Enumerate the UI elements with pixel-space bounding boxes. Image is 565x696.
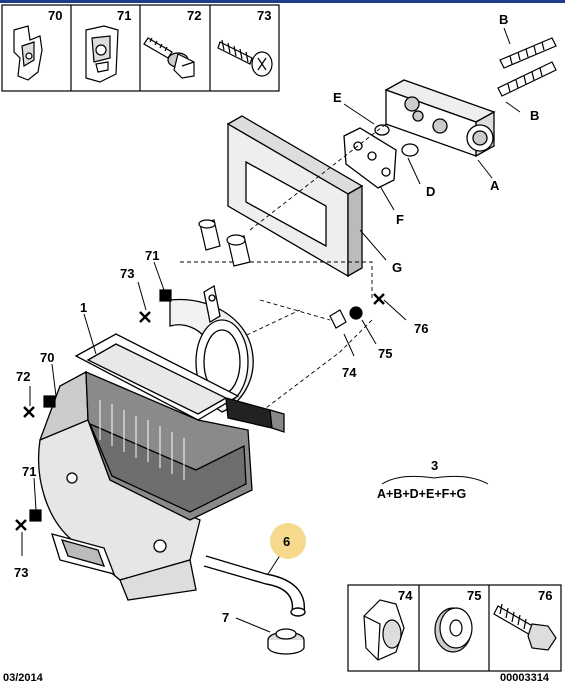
screw-icon <box>217 39 273 77</box>
valve-bolts <box>497 37 557 97</box>
callout-e: E <box>333 90 342 105</box>
header-part-73-number: 73 <box>257 8 271 23</box>
header-part-70-number: 70 <box>48 8 62 23</box>
callout-6-highlight <box>270 523 306 559</box>
valve-seals <box>374 124 419 157</box>
callout-d: D <box>426 184 435 199</box>
fixing-markers <box>15 289 385 531</box>
kit-number: 3 <box>431 458 438 473</box>
footer-reference: 00003314 <box>500 672 549 684</box>
speed-nut-icon <box>85 25 119 83</box>
footer-part-75-number: 75 <box>467 588 481 603</box>
footer-parts-table <box>347 584 562 672</box>
expansion-valve <box>384 79 496 158</box>
bracket-icon <box>363 599 405 661</box>
callout-g: G <box>392 260 402 275</box>
header-part-71-number: 71 <box>117 8 131 23</box>
bolt-washer-icon <box>143 37 195 79</box>
callout-1: 1 <box>80 300 87 315</box>
top-accent-bar <box>0 0 565 3</box>
header-parts-table <box>1 4 280 92</box>
callout-b-bottom: B <box>530 108 539 123</box>
drain-cap <box>267 628 305 655</box>
callout-b-top: B <box>499 12 508 27</box>
callout-6: 6 <box>283 534 290 549</box>
kit-formula: A+B+D+E+F+G <box>377 487 466 501</box>
footer-date: 03/2014 <box>3 672 43 684</box>
gasket-frame <box>226 115 364 278</box>
washer-icon <box>434 607 473 653</box>
heater-housing <box>38 284 285 601</box>
bolt-icon <box>493 603 557 651</box>
header-part-72-number: 72 <box>187 8 201 23</box>
clip-icon <box>13 25 43 81</box>
callout-71-left: 71 <box>22 464 36 479</box>
callout-a: A <box>490 178 500 193</box>
callout-71-top: 71 <box>145 248 159 263</box>
callout-73-left: 73 <box>14 565 28 580</box>
pipe-stubs <box>198 219 251 267</box>
callout-73-top: 73 <box>120 266 134 281</box>
callout-f: F <box>396 212 404 227</box>
drain-hose <box>203 555 306 617</box>
valve-flange <box>343 127 397 189</box>
callout-76: 76 <box>414 321 428 336</box>
footer-part-74-number: 74 <box>398 588 413 603</box>
callout-72-left: 72 <box>16 369 30 384</box>
callout-74: 74 <box>342 365 357 380</box>
callout-70-left: 70 <box>40 350 54 365</box>
callout-75: 75 <box>378 346 392 361</box>
callout-7: 7 <box>222 610 229 625</box>
kit-brace <box>381 475 489 485</box>
footer-part-76-number: 76 <box>538 588 552 603</box>
